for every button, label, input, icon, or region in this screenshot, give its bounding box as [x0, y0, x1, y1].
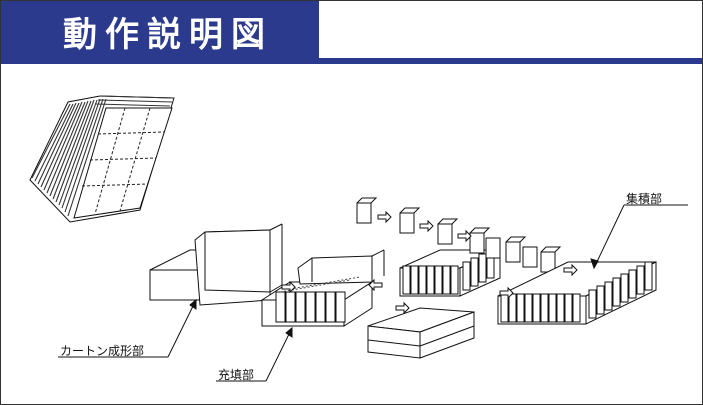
finished-carton [367, 307, 475, 359]
single-cartons [356, 197, 562, 273]
middle-bottle-row [399, 249, 501, 297]
carton-blank-stack [29, 95, 175, 223]
accumulation-unit [497, 261, 657, 325]
label-carton-forming: カートン成形部 [60, 344, 145, 358]
flow-arrows [281, 210, 578, 315]
label-leaders [58, 204, 688, 382]
title-bar: 動作説明図 [1, 1, 319, 58]
page-title: 動作説明図 [63, 15, 273, 55]
label-filling: 充填部 [218, 368, 255, 382]
filling-unit [260, 249, 385, 327]
label-accumulation: 集積部 [626, 192, 663, 206]
title-rule [1, 58, 702, 64]
carton-forming-unit [149, 223, 283, 306]
